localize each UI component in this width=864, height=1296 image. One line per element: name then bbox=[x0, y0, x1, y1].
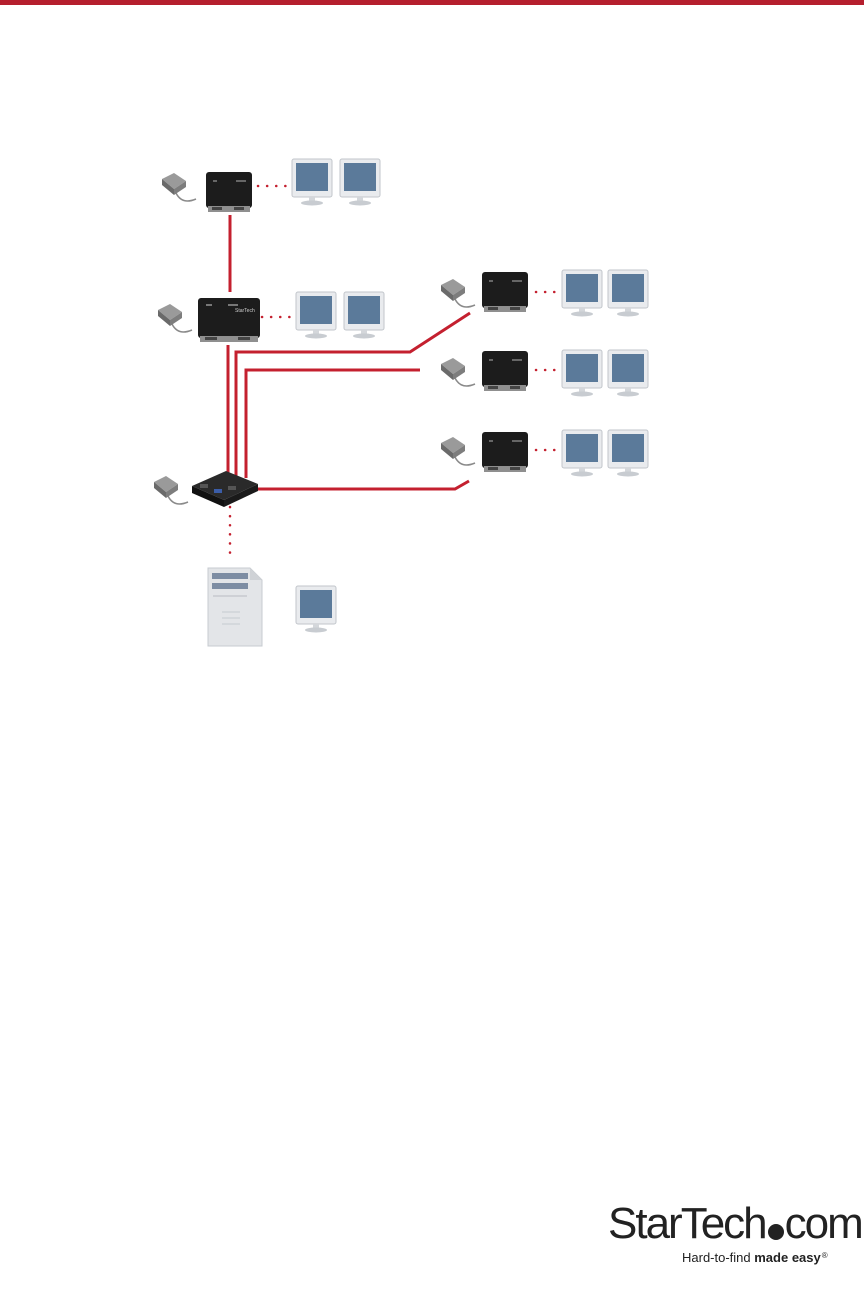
monitor-icon bbox=[296, 292, 336, 339]
monitor-icon bbox=[562, 350, 602, 397]
monitor-icon bbox=[608, 430, 648, 477]
receiver-unit-icon bbox=[482, 272, 528, 312]
monitor-icon bbox=[562, 270, 602, 317]
monitor-icon bbox=[562, 430, 602, 477]
receiver-unit-icon bbox=[482, 432, 528, 472]
tagline-regular: Hard-to-find bbox=[682, 1250, 754, 1265]
brand-tagline: Hard-to-find made easy® bbox=[682, 1250, 828, 1265]
power-adapter-icon bbox=[441, 279, 475, 307]
repeater-unit-icon: StarTech bbox=[198, 298, 260, 342]
brand-name-right: com bbox=[785, 1199, 862, 1248]
registered-mark: ® bbox=[822, 1251, 828, 1260]
monitor-icon bbox=[340, 159, 380, 206]
brand-dot-icon bbox=[768, 1224, 784, 1240]
receiver-unit-icon bbox=[482, 351, 528, 391]
cable-transmitter-to-receiver-1 bbox=[236, 313, 470, 480]
power-adapter-icon bbox=[154, 476, 188, 504]
power-adapter-icon bbox=[158, 304, 192, 332]
power-adapter-icon bbox=[441, 358, 475, 386]
monitor-icon bbox=[296, 586, 336, 633]
transmitter-unit-icon bbox=[192, 471, 258, 507]
tagline-bold: made easy bbox=[754, 1250, 821, 1265]
cable-transmitter-to-receiver-2 bbox=[246, 370, 420, 478]
computer-tower-icon bbox=[208, 568, 262, 646]
cable-transmitter-to-receiver-3 bbox=[256, 481, 469, 489]
brand-wordmark: StarTech com bbox=[608, 1200, 862, 1248]
device-brand-label: StarTech bbox=[235, 308, 255, 314]
power-adapter-icon bbox=[162, 173, 196, 201]
monitor-icon bbox=[608, 350, 648, 397]
power-adapter-icon bbox=[441, 437, 475, 465]
receiver-unit-icon bbox=[206, 172, 252, 212]
monitor-icon bbox=[608, 270, 648, 317]
monitor-icon bbox=[344, 292, 384, 339]
brand-name-left: StarTech bbox=[608, 1199, 766, 1248]
monitor-icon bbox=[292, 159, 332, 206]
